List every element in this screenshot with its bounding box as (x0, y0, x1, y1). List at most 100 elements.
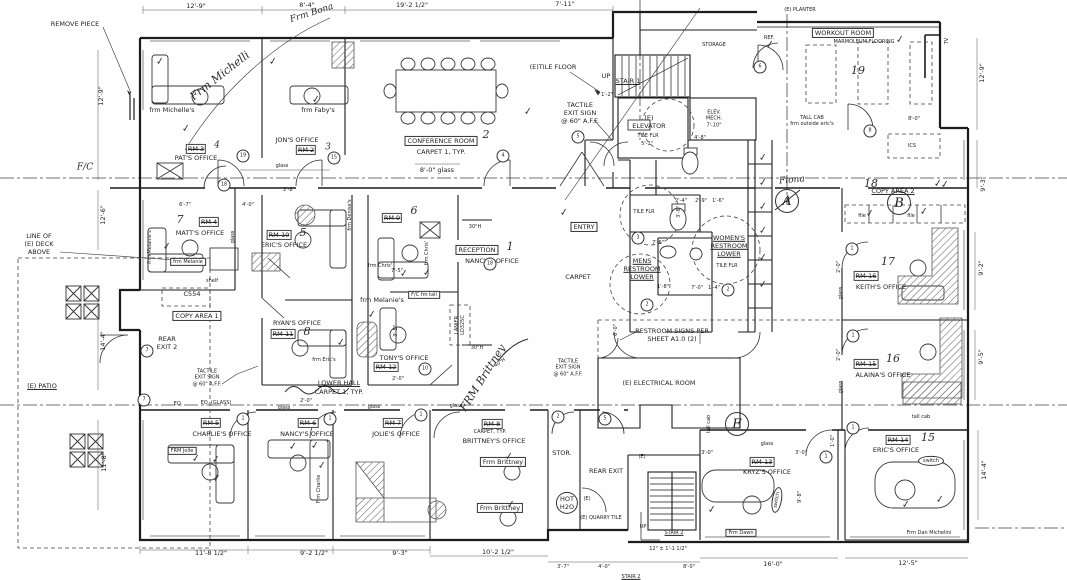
tall-cab-note: TALL CAB frm outside eric's (790, 114, 834, 127)
handwritten-checkmark: ✓ (919, 205, 929, 219)
restroom-signs-note: RESTROOM SIGNS PER SHEET A1.0 (2) (635, 326, 709, 343)
glass-3: glass (367, 403, 381, 410)
c554-label: C554 (183, 289, 201, 298)
switch-kryz: switch (769, 486, 785, 514)
handwritten-checkmark: ✓ (162, 240, 172, 254)
elev-tile-dim: 5'-1" (641, 140, 653, 147)
keiths-office-label: KEITH'S OFFICE (855, 282, 907, 291)
shelf-label: shelf (206, 277, 218, 284)
handwritten-checkmark: ✓ (895, 33, 905, 47)
counter-30h-2: 30"H (470, 344, 484, 351)
erics-rm14-no: RM-14 (885, 434, 911, 446)
dim-rr-5: 7'-6" (652, 239, 664, 246)
nancys-rm-no: RM-6 (297, 417, 319, 429)
pats-office-label: PAT'S OFFICE (174, 153, 218, 162)
dim-rr-2: 2'-9" (695, 197, 707, 204)
erics-office-b-label: ERIC'S OFFICE (872, 445, 920, 454)
dim-top-3: 19'-2 1/2" (395, 0, 429, 9)
dim-matt-1: 6'-7" (179, 201, 191, 208)
handwritten-checkmark: ✓ (940, 178, 950, 192)
dim-workout: 8'-0" (908, 115, 920, 122)
matts-rm-no: RM 4 (198, 216, 220, 228)
hand-5: 5 (299, 226, 307, 240)
door-tag: 7 (137, 393, 151, 407)
glass-matt: glass (229, 230, 236, 244)
dim-bot-8: 16'-0" (763, 559, 783, 568)
section-marker: B (887, 191, 911, 215)
door-tag: 3 (631, 231, 645, 245)
brittneys-carpet: CARPET, TYP. (473, 428, 507, 435)
tactile-2: TACTILE EXIT SIGN @ 60" A.F.F. (192, 368, 222, 388)
dim-bot-5: 3'-7" (557, 563, 569, 570)
stor-label: STOR. (552, 448, 572, 457)
hand-fiona: Fiona (778, 174, 806, 187)
dim-bot-7: 8'-0" (683, 563, 695, 570)
deck-note: LINE OF (E) DECK ABOVE (24, 231, 54, 257)
door-tag: 4 (496, 149, 510, 163)
conference-carpet: CARPET 1, TYP. (416, 147, 466, 156)
copy-area-1-label: COPY AREA 1 (172, 310, 222, 322)
door-tag: 18 (483, 257, 497, 271)
stair2-label: STAIR 2 (664, 529, 684, 536)
tall-cab-eric: tall cab (911, 413, 931, 420)
dim-left-3: 14'-4" (98, 331, 107, 351)
handwritten-checkmark: ✓ (707, 503, 717, 517)
tile-floor-note: (E)TILE FLOOR (529, 62, 577, 71)
door-tag: 6 (753, 60, 767, 74)
handwritten-checkmark: ✓ (758, 278, 768, 292)
kryzs-rm-no: RM-13 (749, 456, 775, 468)
melanies-desk-vert: frm Melanie's (146, 230, 153, 264)
dim-rr-9: 6'-0" (612, 324, 619, 336)
dim-right-3: 9'-2" (976, 260, 985, 276)
patio-label: (E) PATIO (27, 381, 57, 390)
eq-glass-label: EQ. (GLASS) (200, 399, 232, 406)
e-door-2: (E) (638, 453, 646, 460)
tonys-office-label: TONY'S OFFICE (379, 353, 429, 362)
e-door-1: (E) (583, 495, 591, 502)
glass-keith: glass (837, 286, 844, 300)
fabys-desk-label: frm Faby's (301, 105, 335, 114)
lower-hall-label: LOWER HALL (317, 378, 361, 387)
workout-floor-note: MARMOLEUM FLOORING (833, 38, 895, 45)
handwritten-checkmark: ✓ (212, 472, 222, 486)
handwritten-checkmark: ✓ (155, 55, 165, 69)
frm-brittney-1: Frm Brittney (479, 456, 527, 468)
chris-desk-label: frm Chris' (367, 262, 393, 269)
stair2-dim: 12" ± 1'-1 1/2" (649, 545, 687, 552)
dim-tony: 2'-0" (392, 375, 404, 382)
dim-rr-1: 2'-4" (675, 197, 687, 204)
dim-left-4: 11'-8" (99, 452, 108, 472)
up-1: UP (601, 71, 611, 80)
dim-rr-8: 1'-4" (708, 284, 720, 291)
keiths-rm-no: RM-16 (853, 270, 879, 282)
dim-bot-2: 9'-2 1/2" (300, 548, 328, 557)
hand-7: 7 (176, 213, 184, 227)
ref-label: REF. (763, 34, 775, 41)
door-tag: 15 (327, 151, 341, 165)
door-tag: 8 (863, 124, 877, 138)
glass-4: glass (449, 402, 463, 409)
dim-top-4: 7'-11" (555, 0, 575, 8)
dim-rr-3: 1'-6" (712, 197, 724, 204)
dim-bot-9: 12'-5" (898, 558, 918, 567)
dim-top-2: 8'-4" (299, 0, 315, 9)
door-tag: 2 (551, 410, 565, 424)
handwritten-checkmark: ✓ (317, 459, 327, 473)
handwritten-checkmark: ✓ (901, 498, 911, 512)
door-tag: 1 (845, 242, 859, 256)
hand-8: 8 (303, 325, 311, 339)
door-tag: 10 (418, 362, 432, 376)
hand-6: 6 (410, 204, 418, 218)
dim-right-1: 12'-9" (977, 63, 986, 83)
hand-3: 3 (325, 142, 331, 153)
dim-matt-2: 4'-0" (242, 201, 254, 208)
matts-office-label: MATT'S OFFICE (175, 228, 225, 237)
door-tag: 19 (236, 149, 250, 163)
elev-mech-label: ELEV. MECH. 7'-10" (705, 109, 723, 129)
quarry-tile-note: (E) QUARRY TILE (580, 514, 622, 521)
erics-desk-note: frm Eric's (312, 356, 336, 363)
handwritten-checkmark: ✓ (758, 151, 768, 165)
switch-eric: switch (918, 455, 944, 467)
rear-exit-label: REAR EXIT (588, 466, 624, 475)
